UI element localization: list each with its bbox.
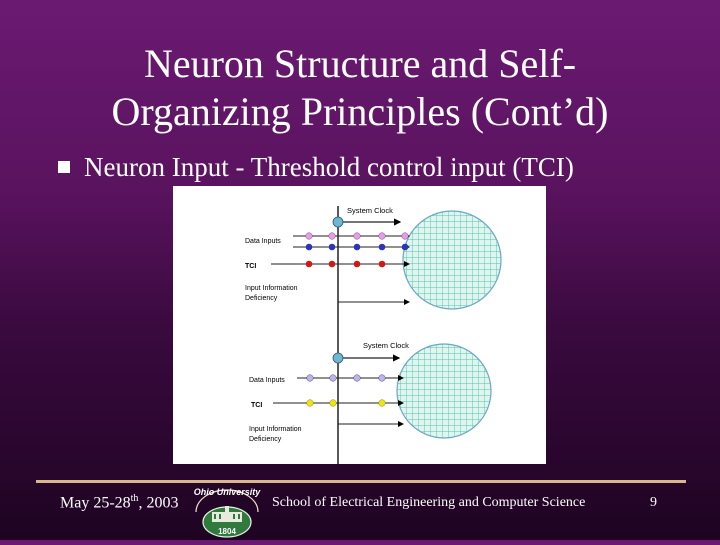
clock-node-bottom [332,352,344,364]
neuron-bottom-circle [396,343,492,439]
svg-text:Ohio University: Ohio University [194,487,262,497]
yellow-dot [329,399,337,407]
pink-dot [353,232,361,240]
title-line-2: Organizing Principles (Cont’d) [111,89,609,134]
clock-label-bottom: System Clock [363,341,409,350]
red-dot [328,260,336,268]
neuron-figure: System Clock Data Inputs TCI Input Infor… [173,186,546,464]
slide-title: Neuron Structure and Self- Organizing Pr… [40,40,680,136]
title-line-1: Neuron Structure and Self- [143,41,577,86]
blue-dot [401,243,409,251]
blue-dot [378,243,386,251]
yellow-dot [378,399,386,407]
deficiency-label-bottom-1: Input Information [249,426,302,433]
blue-dot [305,243,313,251]
bullet-item: Neuron Input - Threshold control input (… [58,150,574,184]
deficiency-label-top-1: Input Information [245,285,298,292]
clock-node-top [332,216,344,228]
bullet-text: Neuron Input - Threshold control input (… [84,152,574,182]
red-dot [378,260,386,268]
footer-date: May 25-28th, 2003 [60,493,178,512]
lavender-dot [378,374,386,382]
yellow-dot [306,399,314,407]
data-label-top: Data Inputs [245,238,281,245]
tci-label-top: TCI [245,263,256,270]
clock-label-top: System Clock [347,206,393,215]
footer-divider [36,480,686,483]
date-superscript: th [130,493,139,504]
neuron-top-circle [402,210,502,310]
lavender-dot [306,374,314,382]
square-bullet-icon [58,160,70,173]
footer-school: School of Electrical Engineering and Com… [272,495,586,510]
blue-dot [353,243,361,251]
svg-text:1804: 1804 [218,527,236,536]
red-dot [305,260,313,268]
neuron-diagram: System Clock Data Inputs TCI Input Infor… [245,206,502,464]
ohio-university-logo: Ohio University 1804 [186,482,268,540]
date-prefix: May 25-28 [60,494,131,512]
date-suffix: , 2003 [138,494,179,512]
blue-dot [328,243,336,251]
page-number: 9 [650,495,657,510]
deficiency-label-bottom-2: Deficiency [249,436,282,443]
pink-dot [401,232,409,240]
red-dot [353,260,361,268]
pink-dot [378,232,386,240]
pink-dot [305,232,313,240]
data-label-bottom: Data Inputs [249,377,285,384]
tci-label-bottom: TCI [251,402,262,409]
deficiency-label-top-2: Deficiency [245,295,278,302]
lavender-dot [353,374,361,382]
pink-dot [328,232,336,240]
lavender-dot [329,374,337,382]
university-seal-icon: Ohio University 1804 [194,487,262,538]
